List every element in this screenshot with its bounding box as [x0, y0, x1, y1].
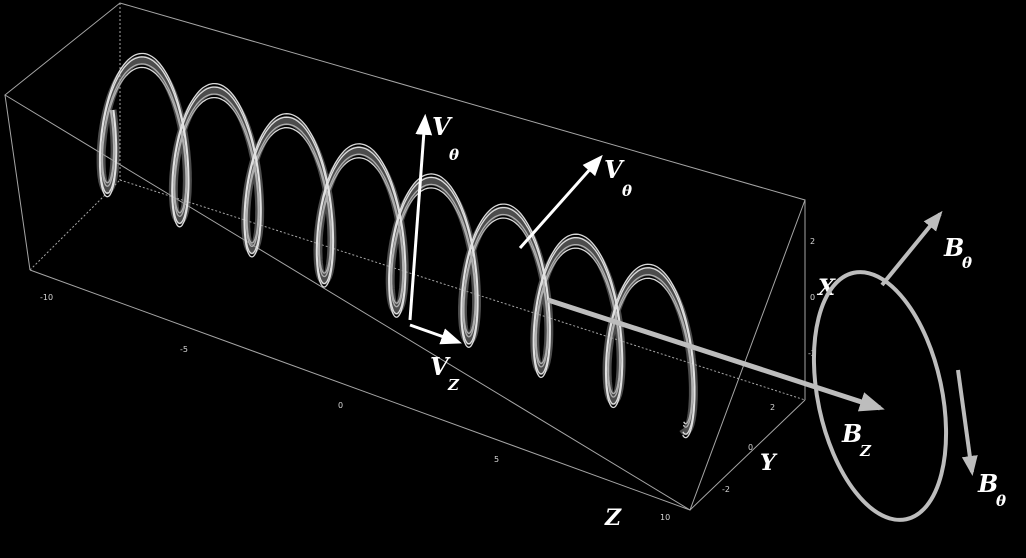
b-theta-label-main: B — [943, 233, 964, 262]
b-theta-loop — [811, 270, 949, 522]
v-theta-label-2-sub: θ — [622, 182, 632, 200]
y-tick-label: -2 — [722, 485, 730, 494]
b-theta-label-2-main: B — [977, 469, 998, 498]
v-theta-label-2-main: V — [604, 155, 625, 184]
b-theta-label-2-sub: θ — [996, 492, 1006, 510]
y-axis-ticks: 2 0 -2 — [722, 403, 775, 494]
magnetic-field — [547, 210, 978, 522]
b-theta-label-2: B θ — [977, 469, 1006, 510]
b-z-arrow — [547, 297, 885, 412]
z-tick-label: 5 — [494, 455, 499, 464]
v-theta-arrow-2 — [518, 154, 603, 249]
velocity-vectors — [408, 113, 603, 345]
helix-strand — [98, 52, 696, 439]
v-z-arrow — [409, 323, 462, 345]
v-z-label-main: V — [430, 352, 451, 381]
helix-strand — [99, 56, 695, 435]
z-tick-label: -10 — [40, 293, 53, 302]
b-z-label-main: B — [841, 419, 862, 448]
y-tick-label: 0 — [748, 443, 753, 452]
helix-tube — [96, 52, 698, 439]
b-theta-arrow-2 — [956, 369, 978, 476]
z-tick-label: -5 — [180, 345, 188, 354]
x-tick-label: 2 — [810, 237, 815, 246]
b-z-label: B Z — [841, 419, 872, 460]
v-theta-label-sub: θ — [449, 146, 459, 164]
bounding-box — [4, 2, 806, 511]
helix-body — [96, 55, 698, 436]
v-z-label-sub: Z — [447, 376, 460, 394]
b-z-label-sub: Z — [859, 442, 872, 460]
b-theta-label: B θ — [943, 233, 972, 272]
v-theta-label-2: V θ — [604, 155, 632, 200]
y-axis-name: Y — [760, 450, 778, 476]
y-tick-label: 2 — [770, 403, 775, 412]
x-axis-name: X — [816, 275, 836, 301]
b-theta-label-sub: θ — [962, 254, 972, 272]
z-axis-name: Z — [604, 505, 622, 531]
v-z-label: V Z — [430, 352, 460, 394]
x-tick-label: 0 — [810, 293, 815, 302]
z-axis-ticks: -10 -5 0 5 10 — [40, 293, 670, 522]
b-theta-arrow — [880, 210, 943, 287]
v-theta-arrow — [408, 113, 433, 321]
v-theta-label-main: V — [432, 112, 453, 141]
z-tick-label: 10 — [660, 513, 670, 522]
z-tick-label: 0 — [338, 401, 343, 410]
v-theta-label: V θ — [432, 112, 459, 164]
